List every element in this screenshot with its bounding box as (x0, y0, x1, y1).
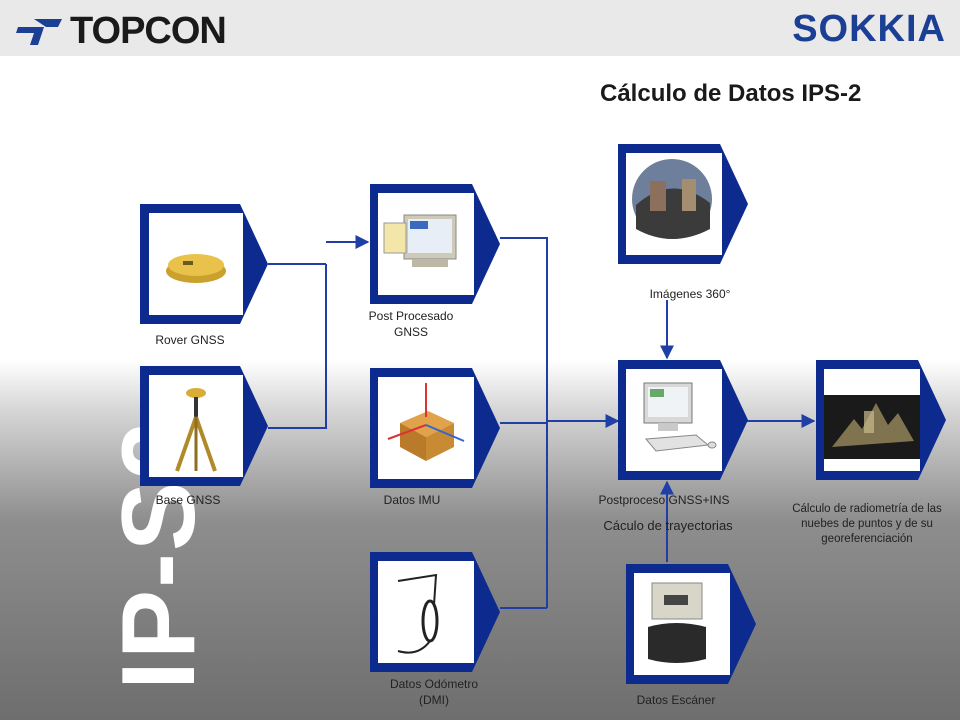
label-calculo-trayectorias: Cáculo de trayectorias (603, 518, 733, 533)
label-postproceso-gnss-ins: Postproceso GNSS+INS (598, 493, 730, 507)
wire-post-to-hub (500, 237, 548, 608)
topcon-wordmark: TOPCON (70, 10, 227, 52)
node-post-procesado-gnss (370, 184, 500, 312)
computer-monitor-icon (383, 214, 457, 267)
label-rover-gnss: Rover GNSS (155, 333, 225, 347)
imu-sensor-icon (387, 383, 465, 461)
laser-scanner-icon (648, 582, 706, 663)
point-cloud-icon (824, 395, 920, 459)
topcon-logo: TOPCON (14, 10, 227, 53)
node-calculo-radiometria (816, 360, 946, 488)
node-base-gnss (140, 366, 268, 494)
page-title: Cálculo de Datos IPS-2 (600, 80, 862, 107)
label-datos-odometro: Datos Odómetro(DMI) (389, 677, 479, 707)
sokkia-logo: SOKKIA (792, 8, 946, 51)
workstation-icon (643, 382, 717, 452)
wire-base-to-post (268, 264, 327, 429)
panorama-360-icon (632, 159, 712, 239)
label-calculo-radiometria: Cálculo de radiometría de las nuebes de … (792, 503, 942, 545)
odometer-icon (397, 573, 439, 654)
node-postproceso-gnss-ins (618, 360, 748, 488)
node-datos-odometro (370, 552, 500, 680)
node-datos-escaner (626, 564, 756, 692)
header-band (0, 0, 960, 56)
label-datos-imu: Datos IMU (383, 493, 441, 507)
label-base-gnss: Base GNSS (155, 493, 221, 507)
topcon-emblem-icon (16, 18, 62, 45)
node-datos-imu (370, 368, 500, 496)
label-datos-escaner: Datos Escáner (636, 693, 716, 707)
node-imagenes-360 (618, 144, 748, 272)
sokkia-wordmark: SOKKIA (792, 8, 946, 50)
gnss-receiver-icon (166, 254, 226, 283)
node-rover-gnss (140, 204, 268, 332)
label-imagenes-360: Imágenes 360° (649, 287, 731, 301)
tripod-icon (175, 388, 217, 472)
